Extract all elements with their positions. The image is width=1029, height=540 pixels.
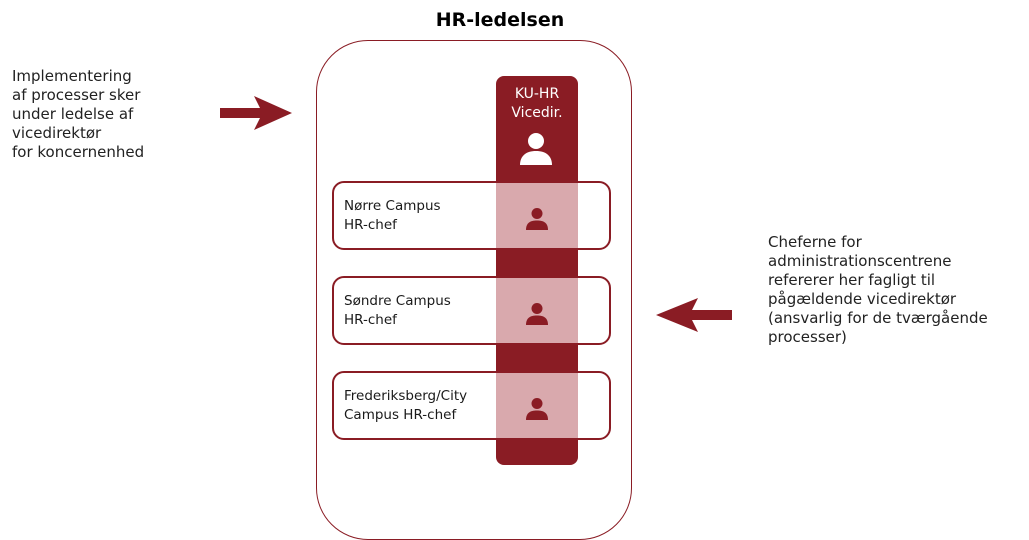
right-note-line: refererer her fagligt til [768, 271, 936, 289]
left-note: Implementering af processer sker under l… [12, 67, 144, 162]
arrow-right-icon [220, 96, 292, 130]
unit-label-line2: HR-chef [344, 216, 397, 233]
vice-director-label: KU-HR Vicedir. [496, 85, 578, 123]
left-note-line: under ledelse af [12, 105, 134, 123]
unit-label-line2: HR-chef [344, 311, 397, 328]
left-note-line: for koncernenhed [12, 143, 145, 161]
right-note-line: administrationscentrene [768, 252, 952, 270]
right-note-line: Cheferne for [768, 233, 862, 251]
unit-label-line1: Frederiksberg/City [344, 387, 468, 404]
vice-director-label-line1: KU-HR [514, 86, 560, 102]
right-note: Cheferne for administrationscentrene ref… [768, 233, 988, 347]
unit-box-frederiksberg-city-campus: Frederiksberg/City Campus HR-chef [332, 371, 611, 440]
unit-label: Nørre Campus HR-chef [344, 197, 441, 235]
left-note-line: af processer sker [12, 86, 141, 104]
unit-label-line2: Campus HR-chef [344, 406, 457, 423]
vice-director-label-line2: Vicedir. [511, 105, 563, 121]
diagram-title: HR-ledelsen [435, 9, 565, 31]
left-note-line: vicedirektør [12, 124, 102, 142]
right-note-line: pågældende vicedirektør [768, 290, 957, 308]
unit-box-sondre-campus: Søndre Campus HR-chef [332, 276, 611, 345]
person-icon [526, 208, 548, 230]
person-icon [526, 303, 548, 325]
unit-label-line1: Nørre Campus [344, 197, 441, 214]
left-note-line: Implementering [12, 67, 132, 85]
arrow-left-icon [656, 298, 732, 332]
unit-box-norre-campus: Nørre Campus HR-chef [332, 181, 611, 250]
right-note-line: processer) [768, 328, 847, 346]
unit-label: Frederiksberg/City Campus HR-chef [344, 387, 467, 425]
unit-label: Søndre Campus HR-chef [344, 292, 451, 330]
right-note-line: (ansvarlig for de tværgående [768, 309, 988, 327]
person-icon [526, 398, 548, 420]
unit-label-line1: Søndre Campus [344, 292, 451, 309]
person-icon [520, 133, 552, 165]
